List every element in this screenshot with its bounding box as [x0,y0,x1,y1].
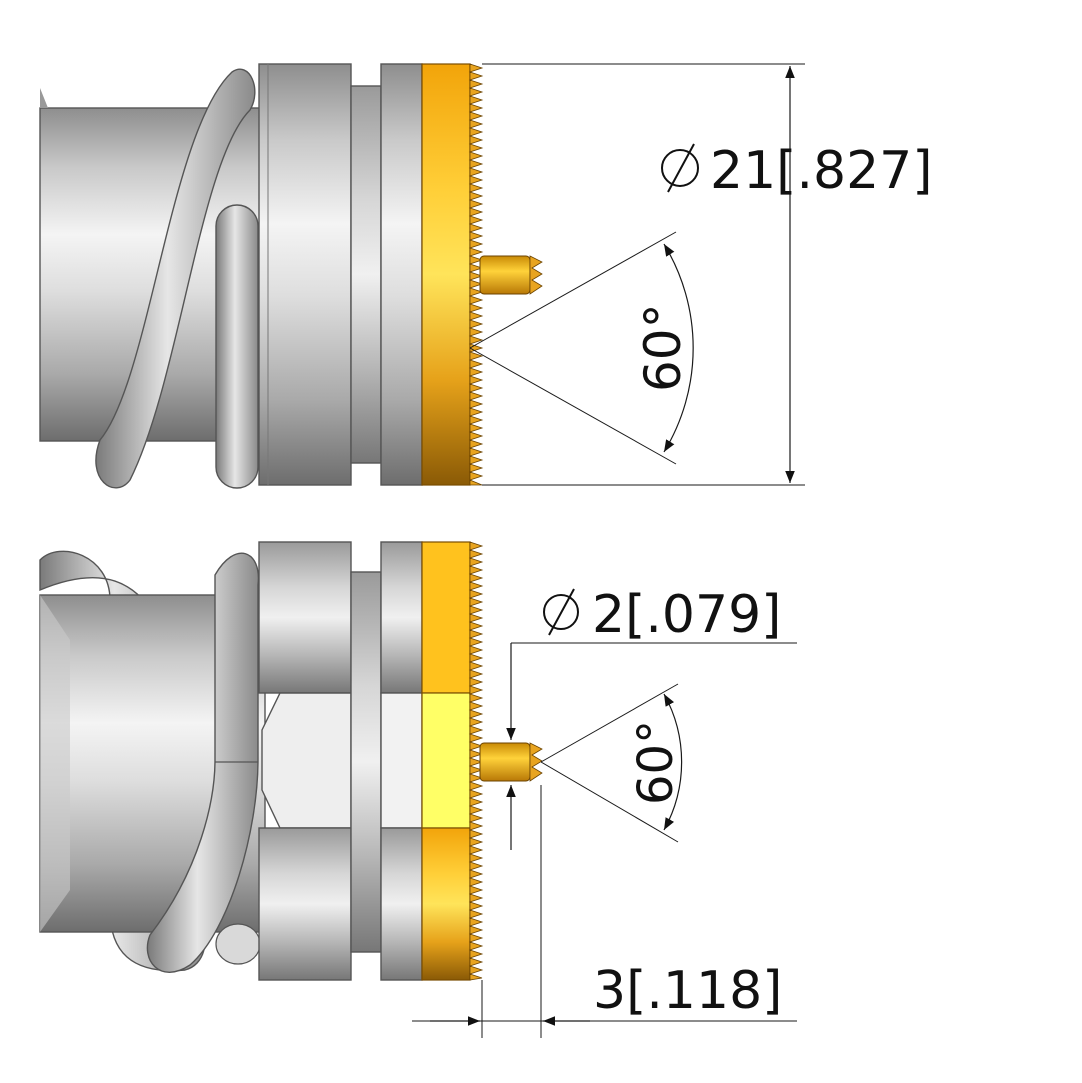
contact-pin-lower [479,742,531,782]
coupling-ring-lower [258,827,352,981]
serration-teeth-lower [468,541,484,981]
dimension-length-3: 3[.118] [412,785,797,1038]
connector-neck-lower [350,571,382,953]
coupling-ring-upper [258,541,352,694]
gold-face-flat [421,692,471,829]
dimension-diameter-21: 21[.827] [482,63,933,486]
spring-wire-front [146,552,260,973]
connector-neck [350,85,382,464]
dimension-angle-60-top: 60° [469,231,694,465]
diameter-symbol-icon [661,143,699,193]
diameter-symbol-icon-2 [543,588,579,636]
wire-end-cap [215,923,261,965]
spring-wire-segment [215,204,259,489]
diameter-value-bottom: 2[.079] [592,585,781,645]
angle-label-bottom: 60° [628,720,684,805]
diameter-value-top: 21[.827] [710,141,933,201]
connector-shell-upper [380,541,423,694]
dimension-diameter-2: 2[.079] [506,585,797,850]
contact-pin [479,255,531,295]
connector-shell-lower [380,827,423,981]
gold-face [421,63,471,486]
connector-side-view-top [39,63,543,489]
connector-side-view-bottom [39,541,543,981]
gold-face-lower [421,827,471,981]
connector-shell [380,63,423,486]
angle-label-top: 60° [634,303,692,392]
gold-face-upper [421,541,471,694]
spring-wire [95,68,256,489]
coupling-ring [258,63,352,486]
length-value-bottom: 3[.118] [593,961,782,1021]
connector-shell-flat [380,692,423,829]
dimension-angle-60-bottom: 60° [540,683,684,843]
coupling-ring-hex-flat [261,692,352,829]
serration-teeth [468,63,484,486]
